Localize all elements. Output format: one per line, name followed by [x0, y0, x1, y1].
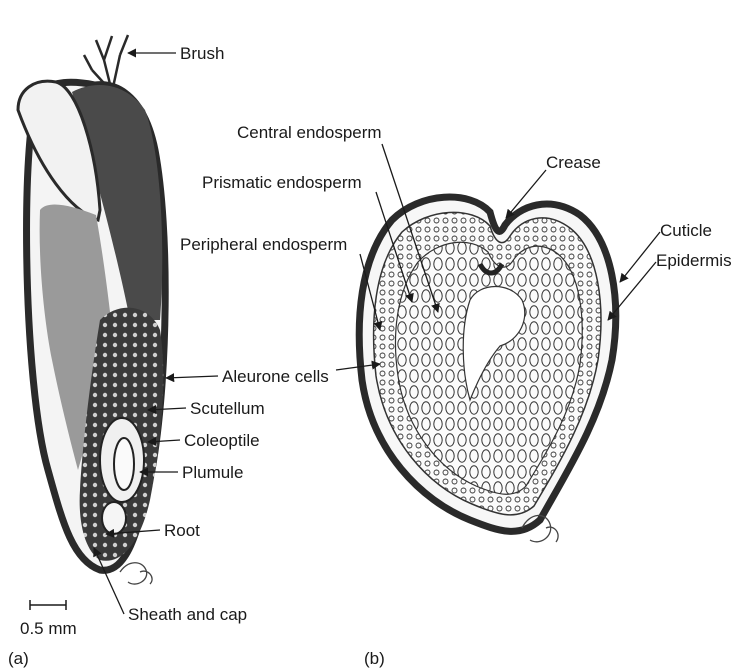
label-root: Root: [164, 521, 200, 540]
label-central-endosperm: Central endosperm: [237, 123, 382, 142]
label-scutellum: Scutellum: [190, 399, 265, 418]
label-aleurone-cells: Aleurone cells: [222, 367, 329, 386]
longitudinal-grain-drawing: [18, 35, 165, 584]
plumule-shape: [114, 438, 134, 490]
aleurone-leader: [166, 376, 218, 378]
label-cuticle: Cuticle: [660, 221, 712, 240]
label-plumule: Plumule: [182, 463, 243, 482]
scale-bar: [30, 600, 66, 610]
label-scale-bar: 0.5 mm: [20, 619, 77, 638]
label-sheath-and-cap: Sheath and cap: [128, 605, 247, 624]
label-crease: Crease: [546, 153, 601, 172]
transverse-grain-drawing: [359, 197, 615, 542]
label-panel-b: (b): [364, 649, 385, 668]
label-peripheral-endosperm: Peripheral endosperm: [180, 235, 347, 254]
label-brush: Brush: [180, 44, 224, 63]
artist-signature: [120, 563, 152, 584]
label-epidermis: Epidermis: [656, 251, 732, 270]
cuticle-leader: [620, 232, 660, 282]
label-coleoptile: Coleoptile: [184, 431, 260, 450]
label-panel-a: (a): [8, 649, 29, 668]
label-prismatic-endosperm: Prismatic endosperm: [202, 173, 362, 192]
root-shape: [102, 502, 126, 534]
